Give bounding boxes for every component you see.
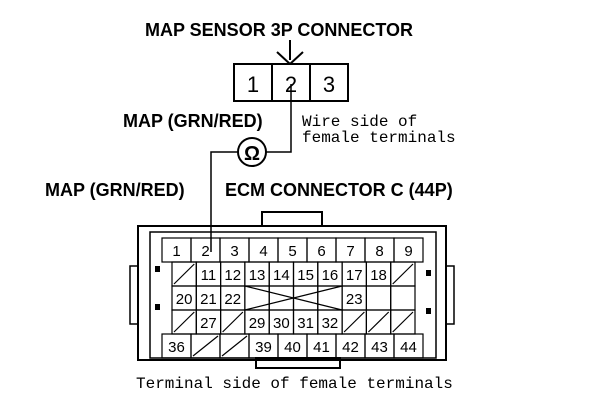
ecm-pin-cell [268, 285, 295, 311]
ecm-pin-cell: 32 [317, 309, 343, 335]
terminal-side-note: Terminal side of female terminals [136, 375, 453, 393]
ecm-pin-cell [171, 309, 197, 335]
ecm-pin-label: 31 [297, 315, 314, 332]
ecm-pin-cell [220, 309, 246, 335]
ecm-pin-cell: 6 [306, 237, 337, 263]
ecm-pin-label: 29 [249, 315, 266, 332]
wire-side-note-line2: female terminals [302, 129, 456, 147]
ecm-pin-label: 20 [176, 291, 193, 308]
ecm-pin-label: 12 [224, 267, 241, 284]
ecm-pin-cell: 31 [292, 309, 319, 335]
test-wiring: Ω [210, 84, 292, 252]
ecm-pin-cell: 21 [195, 285, 222, 311]
ecm-pin-cell [341, 309, 368, 335]
ecm-pin-cell: 43 [364, 333, 395, 359]
ecm-pin-cell [390, 285, 416, 311]
ecm-pin-label: 43 [371, 339, 388, 356]
ecm-pin-cell: 39 [248, 333, 279, 359]
ecm-pin-label: 13 [249, 267, 266, 284]
ecm-pin-label: 9 [404, 243, 412, 260]
ecm-pin-cell: 41 [306, 333, 337, 359]
ecm-pin-cell: 5 [277, 237, 308, 263]
ecm-pin-cell: 44 [393, 333, 424, 359]
ecm-pin-cell [390, 261, 416, 287]
ecm-pin-cell: 27 [195, 309, 222, 335]
ecm-pin-label: 7 [346, 243, 354, 260]
map-connector-title: MAP SENSOR 3P CONNECTOR [145, 20, 413, 40]
ecm-pin-cell: 23 [341, 285, 368, 311]
ecm-pin-cell: 16 [317, 261, 343, 287]
ecm-pin-cell [390, 309, 416, 335]
ecm-pin-cell: 14 [268, 261, 295, 287]
ecm-pin-cell: 11 [195, 261, 222, 287]
ecm-connector-title: ECM CONNECTOR C (44P) [225, 180, 453, 200]
ecm-pin-cell: 9 [393, 237, 424, 263]
ecm-pin-cell: 42 [335, 333, 366, 359]
ecm-wire-label: MAP (GRN/RED) [45, 180, 185, 200]
ecm-pin-cell: 22 [220, 285, 246, 311]
ecm-pin-label: 1 [172, 243, 180, 260]
ecm-pin-cell [171, 261, 197, 287]
ecm-pin-label: 3 [230, 243, 238, 260]
ecm-pin-label: 11 [201, 267, 217, 284]
ecm-pin-label: 27 [200, 315, 217, 332]
ecm-pin-label: 44 [400, 339, 417, 356]
ecm-pin-cell: 8 [364, 237, 395, 263]
ecm-pin-cell: 4 [248, 237, 279, 263]
ecm-pin-label: 32 [322, 315, 339, 332]
ecm-pin-label: 6 [317, 243, 325, 260]
ecm-pin-cell [219, 333, 250, 359]
ecm-pin-label: 36 [168, 339, 185, 356]
ohm-symbol: Ω [244, 143, 260, 165]
ecm-pin-cell: 12 [220, 261, 246, 287]
ecm-pin-cell: 20 [171, 285, 197, 311]
ecm-pin-label: 17 [346, 267, 363, 284]
ecm-pin-cell: 17 [341, 261, 368, 287]
map-pin-1: 1 [247, 72, 259, 97]
map-wire-label: MAP (GRN/RED) [123, 111, 263, 131]
ecm-pin-cell: 15 [292, 261, 319, 287]
ecm-pin-label: 30 [273, 315, 290, 332]
ecm-pin-cell [292, 285, 319, 311]
ecm-pin-cell: 29 [244, 309, 270, 335]
map-pin-3: 3 [323, 72, 335, 97]
ecm-pin-label: 15 [297, 267, 314, 284]
ecm-pin-label: 40 [284, 339, 301, 356]
ecm-pin-cell: 7 [335, 237, 366, 263]
ecm-pin-label: 5 [288, 243, 296, 260]
ecm-pin-label: 41 [313, 339, 330, 356]
ecm-pin-cell: 2 [190, 237, 221, 263]
ecm-pin-label: 8 [375, 243, 383, 260]
ecm-pin-cell [190, 333, 221, 359]
ecm-pin-label: 16 [322, 267, 339, 284]
ecm-pin-cell: 3 [219, 237, 250, 263]
ecm-pin-cell: 36 [161, 333, 192, 359]
ecm-pin-cell: 30 [268, 309, 295, 335]
ecm-pin-cell [365, 285, 392, 311]
ecm-pin-label: 42 [342, 339, 359, 356]
ecm-pin-label: 14 [273, 267, 290, 284]
ecm-pin-label: 21 [200, 291, 217, 308]
ecm-pin-label: 2 [201, 243, 209, 260]
wire-side-note-line1: Wire side of [302, 113, 417, 131]
ecm-pin-cell [365, 309, 392, 335]
ecm-pin-label: 23 [346, 291, 363, 308]
ecm-pin-cell: 1 [161, 237, 192, 263]
ecm-pin-cell: 18 [365, 261, 392, 287]
ecm-pin-label: 18 [370, 267, 387, 284]
ecm-pin-cell: 13 [244, 261, 270, 287]
ecm-pin-label: 22 [224, 291, 241, 308]
ecm-pin-cell: 40 [277, 333, 308, 359]
ecm-pin-label: 4 [259, 243, 267, 260]
ecm-pin-label: 39 [255, 339, 272, 356]
